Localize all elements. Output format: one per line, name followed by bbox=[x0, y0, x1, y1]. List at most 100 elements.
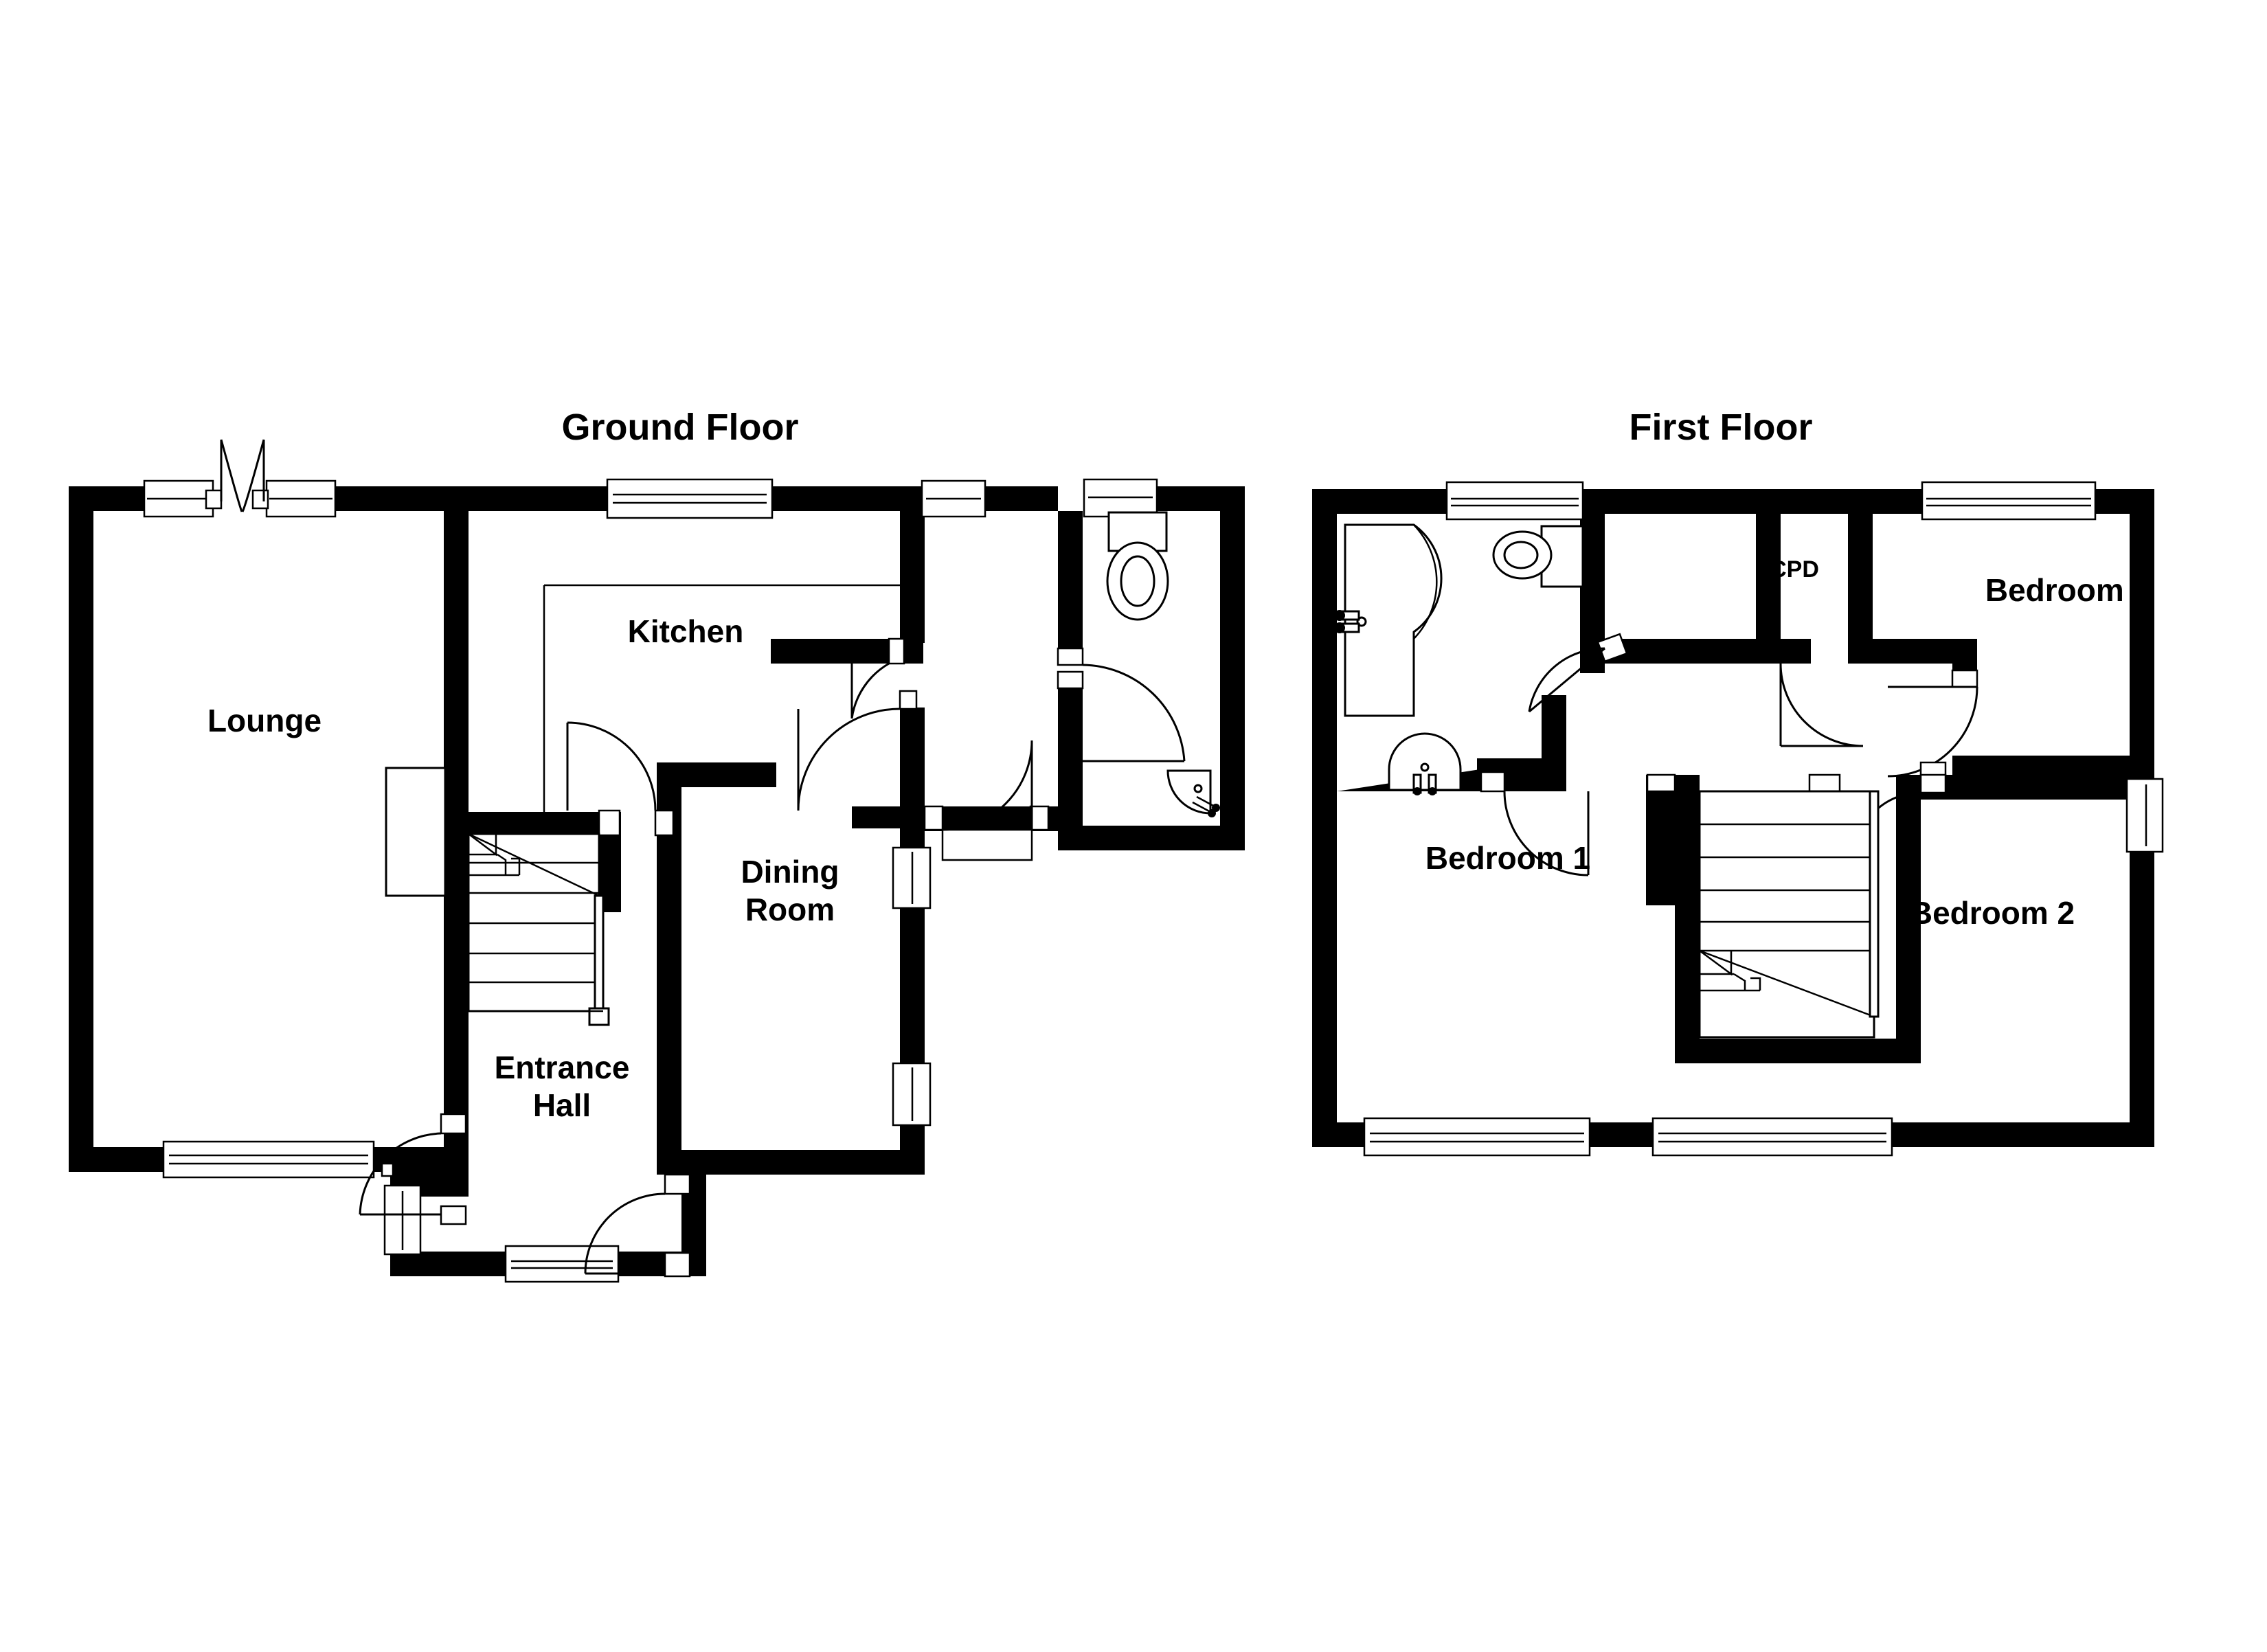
wall-landing-top-a bbox=[1605, 639, 1811, 664]
first-floor-windows bbox=[1363, 481, 2164, 1157]
wall-outer-right bbox=[1220, 486, 1245, 850]
wall-cpd-left bbox=[1756, 514, 1781, 639]
wall-stair-top bbox=[444, 812, 621, 835]
door-bathroom bbox=[1528, 633, 1628, 713]
window-rear-lobby-top bbox=[921, 479, 986, 518]
ground-floor-title: Ground Floor bbox=[562, 407, 799, 448]
bathtub bbox=[1334, 523, 1443, 717]
door-cpd bbox=[1779, 663, 1864, 747]
window-dining-right-lower bbox=[892, 1062, 932, 1127]
wall-ff-bottom-c bbox=[1889, 1122, 2154, 1147]
ground-floor-plan: Lounge Kitchen Dining Room Entrance Hall bbox=[69, 439, 1245, 1283]
window-porch-bottom bbox=[504, 1245, 620, 1283]
lounge-fireplace bbox=[385, 767, 447, 897]
window-lounge-top-left bbox=[143, 479, 223, 518]
door-rear-lobby-external bbox=[923, 670, 1084, 861]
room-label-entrance-line2: Hall bbox=[533, 1087, 591, 1123]
first-floor-fixtures bbox=[1334, 523, 1584, 795]
door-bedroom3 bbox=[1887, 669, 1978, 782]
door-front-entrance bbox=[584, 1173, 691, 1278]
wall-kitchen-top-right bbox=[771, 486, 922, 511]
window-bedroom2-right bbox=[2125, 778, 2164, 853]
room-label-dining-line1: Dining bbox=[741, 854, 839, 890]
window-lounge-bottom bbox=[162, 1140, 375, 1179]
staircase-ground bbox=[467, 833, 610, 1026]
wall-wc-bottom bbox=[1058, 826, 1245, 850]
stair-stringer bbox=[594, 894, 605, 1014]
window-porch-left bbox=[383, 1184, 422, 1256]
door-lounge bbox=[359, 1113, 467, 1225]
door-dining-room bbox=[566, 721, 675, 837]
door-understair bbox=[598, 809, 621, 837]
wall-stairwell-bottom bbox=[1675, 1039, 1921, 1063]
wall-ff-left bbox=[1312, 489, 1337, 1147]
door-french-double-lounge bbox=[220, 439, 265, 512]
window-lounge-top-right bbox=[251, 479, 337, 518]
wall-dining-right-b bbox=[900, 905, 925, 1065]
wall-lounge-top-left bbox=[69, 486, 144, 511]
wash-basin-bathroom bbox=[1388, 732, 1462, 795]
ff-stair-stringer bbox=[1869, 790, 1880, 1018]
room-label-cpd: CPD bbox=[1770, 556, 1819, 582]
wall-dining-bottom bbox=[657, 1150, 925, 1175]
first-floor-plan: CPD Bedroom 3 Bedroom 1 Bedroom 2 bbox=[1312, 481, 2164, 1157]
wall-lounge-top-right bbox=[328, 486, 466, 511]
opening-stair-top bbox=[1646, 773, 1841, 793]
door-wc bbox=[1057, 647, 1186, 762]
wall-dining-top bbox=[657, 762, 776, 787]
wall-kitchen-top-left bbox=[444, 486, 609, 511]
window-bathroom-top bbox=[1445, 481, 1584, 521]
door-bedroom1 bbox=[1480, 771, 1590, 876]
room-label-dining-line2: Room bbox=[745, 892, 835, 927]
wall-dining-nib bbox=[852, 806, 925, 828]
wall-ff-top-b bbox=[1580, 489, 1924, 514]
wall-lounge-bottom-left bbox=[69, 1147, 165, 1172]
window-dining-right-upper bbox=[892, 846, 932, 909]
room-label-kitchen: Kitchen bbox=[628, 613, 744, 649]
opening-porch-to-hall bbox=[381, 1162, 394, 1177]
room-label-bedroom1: Bedroom 1 bbox=[1425, 840, 1590, 876]
room-label-entrance-line1: Entrance bbox=[495, 1050, 630, 1085]
door-lobby-to-kitchen bbox=[797, 690, 918, 811]
first-floor-title: First Floor bbox=[1629, 407, 1813, 448]
wall-ff-top-a bbox=[1312, 489, 1450, 514]
wall-cpd-right bbox=[1848, 514, 1873, 664]
staircase-first bbox=[1698, 790, 1880, 1039]
room-label-bedroom2: Bedroom 2 bbox=[1910, 895, 2075, 931]
first-floor-walls bbox=[1312, 489, 2154, 1147]
wall-bed2-top bbox=[1921, 775, 2154, 800]
window-bedroom2-bottom bbox=[1651, 1117, 1893, 1157]
wall-top-mid bbox=[982, 486, 1058, 511]
wall-bath-bed1-divider bbox=[1542, 695, 1566, 771]
window-wc-top bbox=[1083, 478, 1158, 518]
ground-floor-fixtures bbox=[385, 511, 1220, 897]
room-label-lounge: Lounge bbox=[207, 703, 322, 738]
wall-lounge-kitchen-divider bbox=[444, 486, 469, 831]
wall-wc-left-lower bbox=[1058, 687, 1083, 827]
room-label-bedroom3: Bedroom 3 bbox=[1985, 572, 2150, 608]
basin-wc bbox=[1166, 769, 1220, 817]
wall-bed1-right bbox=[1675, 775, 1700, 1063]
toilet-bathroom bbox=[1492, 525, 1584, 588]
first-floor-doors bbox=[1480, 633, 1978, 876]
wall-ff-bottom-a bbox=[1312, 1122, 1367, 1147]
ground-floor-windows bbox=[143, 478, 1158, 1283]
wall-ff-right-lower bbox=[2130, 852, 2154, 1147]
wall-ff-bottom-b bbox=[1587, 1122, 1656, 1147]
wall-stairwell-right bbox=[1896, 775, 1921, 1063]
door-kitchen-to-hall bbox=[850, 637, 905, 719]
wall-ff-right-upper bbox=[2130, 489, 2154, 780]
window-bedroom1-bottom bbox=[1363, 1117, 1591, 1157]
wall-porch-bottom-left bbox=[390, 1252, 507, 1276]
wall-lounge-left bbox=[69, 486, 93, 1172]
window-bedroom3-top bbox=[1921, 481, 2097, 521]
wall-wc-left-upper bbox=[1058, 511, 1083, 648]
wall-hall-partition-upper bbox=[900, 511, 925, 643]
toilet-wc bbox=[1106, 511, 1169, 621]
window-kitchen-top bbox=[606, 478, 774, 519]
ff-stair-block bbox=[1698, 790, 1875, 1039]
wall-dining-right-a bbox=[900, 828, 925, 849]
